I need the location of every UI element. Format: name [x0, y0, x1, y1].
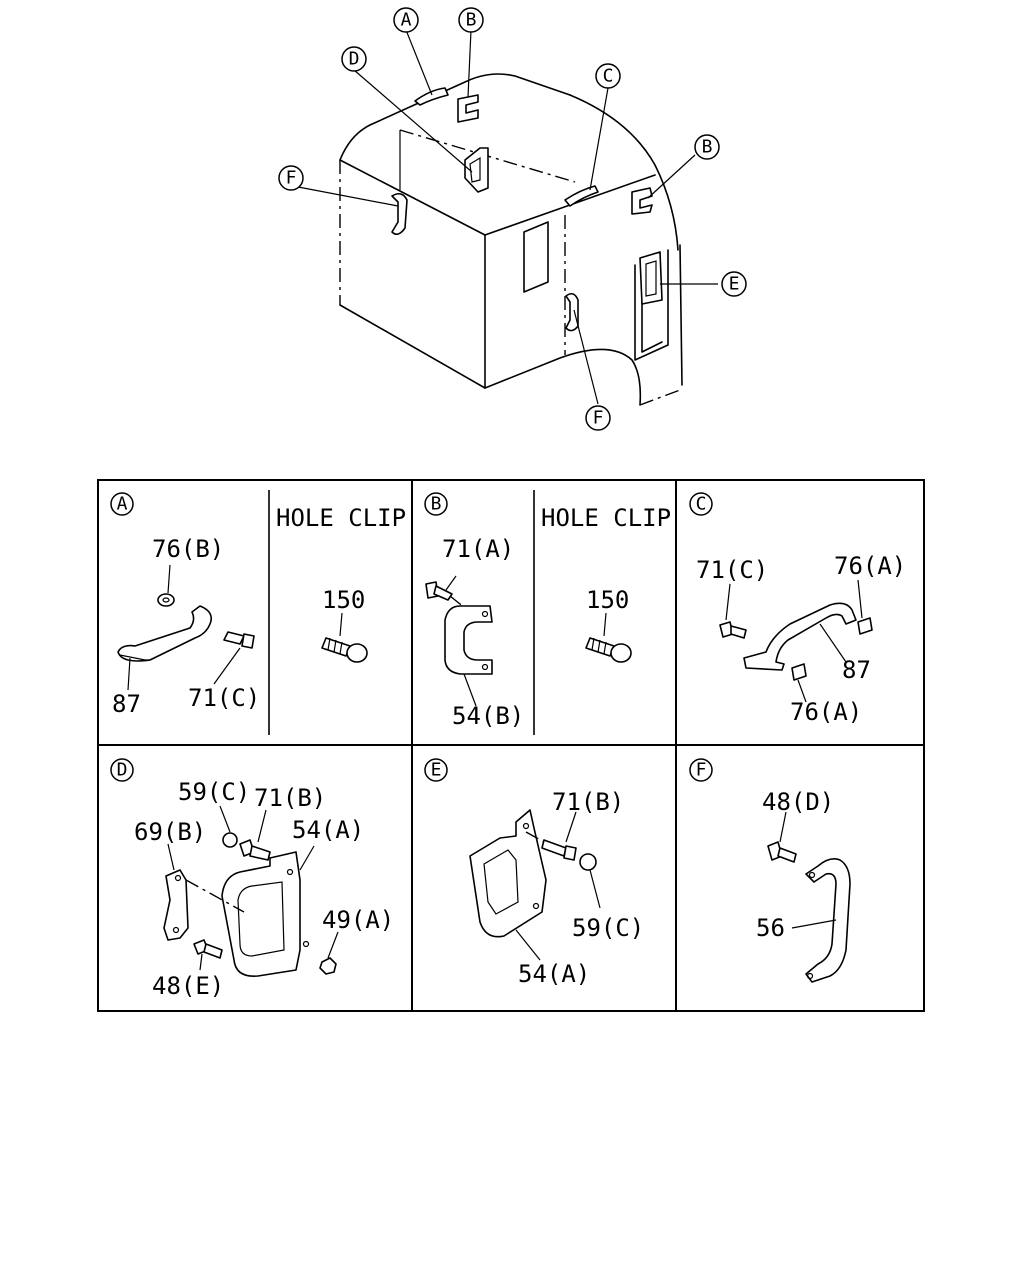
bolt-48e [193, 939, 223, 959]
panel-b-letter: B [424, 492, 448, 516]
callout-b-side: B [694, 134, 720, 160]
overview-part-grip-b-side [631, 187, 653, 215]
hole-clip-150-b: 150 [585, 586, 632, 663]
grip-54a-e [469, 809, 547, 938]
label-71c-c: 71(C) [696, 556, 768, 584]
washer-59c [222, 832, 238, 848]
clip-76a-right [857, 617, 873, 635]
svg-text:D: D [117, 760, 128, 781]
hole-clip-150-a: 150 [321, 586, 368, 663]
label-76a-top: 76(A) [834, 552, 906, 580]
label-71b-d: 71(B) [254, 784, 326, 812]
panel-a-letter: A [110, 492, 134, 516]
label-59c-d: 59(C) [178, 778, 250, 806]
panel-c-letter: C [689, 492, 713, 516]
svg-text:E: E [431, 760, 442, 781]
grip-54b [444, 605, 493, 675]
nut-49a [319, 957, 337, 975]
bolt-48d [767, 841, 797, 863]
label-54b: 54(B) [452, 702, 524, 730]
overview-part-grip-d [464, 147, 489, 193]
overview-part-grip-f-front [565, 292, 579, 332]
callout-a: A [393, 7, 419, 33]
washer-76b [157, 593, 175, 607]
svg-text:D: D [349, 49, 360, 70]
svg-text:C: C [603, 66, 614, 87]
overview-part-grip-f-left [391, 192, 408, 236]
clip-76a-bottom [791, 663, 807, 681]
screw-71a [425, 581, 453, 601]
svg-text:C: C [696, 494, 707, 515]
svg-text:F: F [696, 760, 707, 781]
label-69b: 69(B) [134, 818, 206, 846]
panel-e-letter: E [424, 758, 448, 782]
callout-f-front: F [585, 405, 611, 431]
callout-b-top: B [458, 7, 484, 33]
svg-text:A: A [401, 10, 412, 31]
label-48d: 48(D) [762, 788, 834, 816]
panel-a-header: HOLE CLIP [276, 504, 406, 532]
overview-part-assist-handle-a [414, 87, 449, 106]
panel-e: E 71(B) 59(C) 54(A) [424, 758, 644, 988]
label-54a-e: 54(A) [518, 960, 590, 988]
detail-grid [97, 479, 925, 1012]
callout-c: C [595, 63, 621, 89]
panel-c: C 71(C) 76(A) 87 76(A) [689, 492, 906, 726]
panel-b: B HOLE CLIP 71(A) 54(B) 150 [424, 492, 671, 730]
label-71a: 71(A) [442, 535, 514, 563]
overview-part-handle-e [639, 251, 663, 305]
panel-f: F 48(D) 56 [689, 758, 851, 983]
assist-grip-87 [117, 605, 213, 662]
bolt-71b-e [541, 839, 577, 861]
label-76a-bottom: 76(A) [790, 698, 862, 726]
panel-a: A HOLE CLIP 76(B) 87 71(C) 150 [110, 492, 406, 718]
label-150-b: 150 [586, 586, 629, 614]
svg-text:A: A [117, 494, 128, 515]
label-71b-e: 71(B) [552, 788, 624, 816]
svg-text:F: F [286, 168, 297, 189]
label-59c-e: 59(C) [572, 914, 644, 942]
label-87: 87 [112, 690, 141, 718]
callout-e: E [721, 271, 747, 297]
bolt-71b [239, 839, 271, 861]
overview-part-grip-b-top [457, 94, 479, 123]
washer-59c-e [579, 853, 597, 871]
grab-handle-56 [805, 858, 851, 983]
svg-text:E: E [729, 274, 740, 295]
cab-overview-illustration [339, 73, 683, 406]
label-56: 56 [756, 914, 785, 942]
grip-54a [221, 851, 301, 977]
bracket-69b [163, 869, 189, 941]
label-150-a: 150 [322, 586, 365, 614]
label-54a-d: 54(A) [292, 816, 364, 844]
panel-d: D 59(C) 71(B) 69(B) [110, 758, 394, 1000]
svg-text:B: B [702, 137, 713, 158]
panel-f-letter: F [689, 758, 713, 782]
svg-text:B: B [431, 494, 442, 515]
screw-71c-panel-c [719, 621, 747, 639]
svg-text:F: F [593, 408, 604, 429]
panel-d-letter: D [110, 758, 134, 782]
label-87-c: 87 [842, 656, 871, 684]
assist-grip-87-c [743, 602, 857, 671]
callout-f-left: F [278, 165, 304, 191]
panel-b-header: HOLE CLIP [541, 504, 671, 532]
svg-text:B: B [466, 10, 477, 31]
label-71c: 71(C) [188, 684, 260, 712]
label-76b: 76(B) [152, 535, 224, 563]
callout-d: D [341, 46, 367, 72]
screw-71c [223, 631, 255, 649]
label-49a: 49(A) [322, 906, 394, 934]
label-48e: 48(E) [152, 972, 224, 1000]
overview-part-handle-c [564, 185, 599, 207]
